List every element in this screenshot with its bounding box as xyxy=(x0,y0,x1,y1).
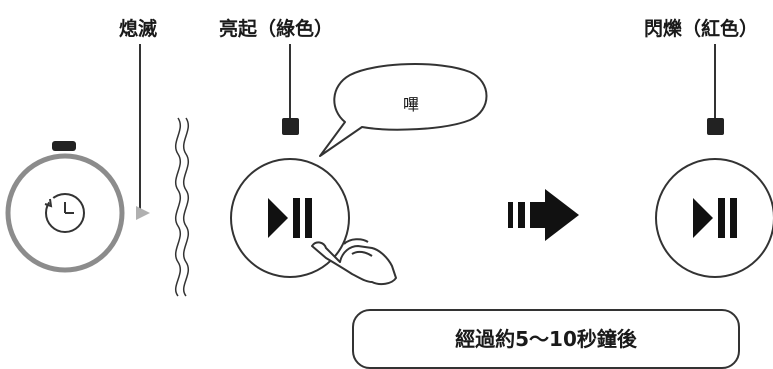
timer-icon xyxy=(44,193,85,233)
play-pause-button-right xyxy=(655,158,773,278)
pointer-triangle xyxy=(136,206,150,220)
indicator-red xyxy=(707,118,724,135)
indicator-green xyxy=(282,118,299,135)
right-arrow-icon xyxy=(508,189,579,241)
diagram: 嗶 xyxy=(5,44,773,297)
note-text: 經過約5～10秒鐘後 xyxy=(455,327,637,351)
break-separator xyxy=(175,117,189,297)
hand-press-icon xyxy=(311,238,397,286)
button-lit-green xyxy=(230,118,397,286)
speech-bubble-text: 嗶 xyxy=(403,95,419,114)
label-blink-red: 閃爍（紅色） xyxy=(644,18,759,40)
speech-bubble: 嗶 xyxy=(319,63,488,157)
play-pause-icon xyxy=(268,198,312,238)
play-pause-icon-right xyxy=(693,198,737,238)
note-box: 經過約5～10秒鐘後 xyxy=(352,309,740,369)
label-off: 熄滅 xyxy=(119,18,158,40)
label-lit-green: 亮起（綠色） xyxy=(219,18,334,40)
indicator-off xyxy=(52,141,76,151)
button-blink-red xyxy=(655,118,773,278)
timer-unit xyxy=(5,141,125,273)
